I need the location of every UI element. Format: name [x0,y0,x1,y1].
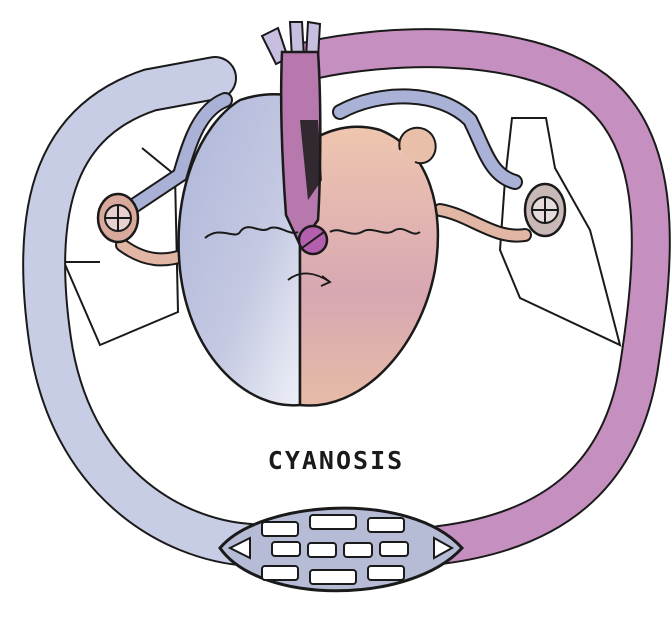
alveolus-right [525,184,565,236]
alveolus-left [98,194,138,242]
diagram-caption: CYANOSIS [0,446,672,475]
systemic-capillary-bed [220,508,462,591]
ventricular-septal-defect [299,226,327,254]
